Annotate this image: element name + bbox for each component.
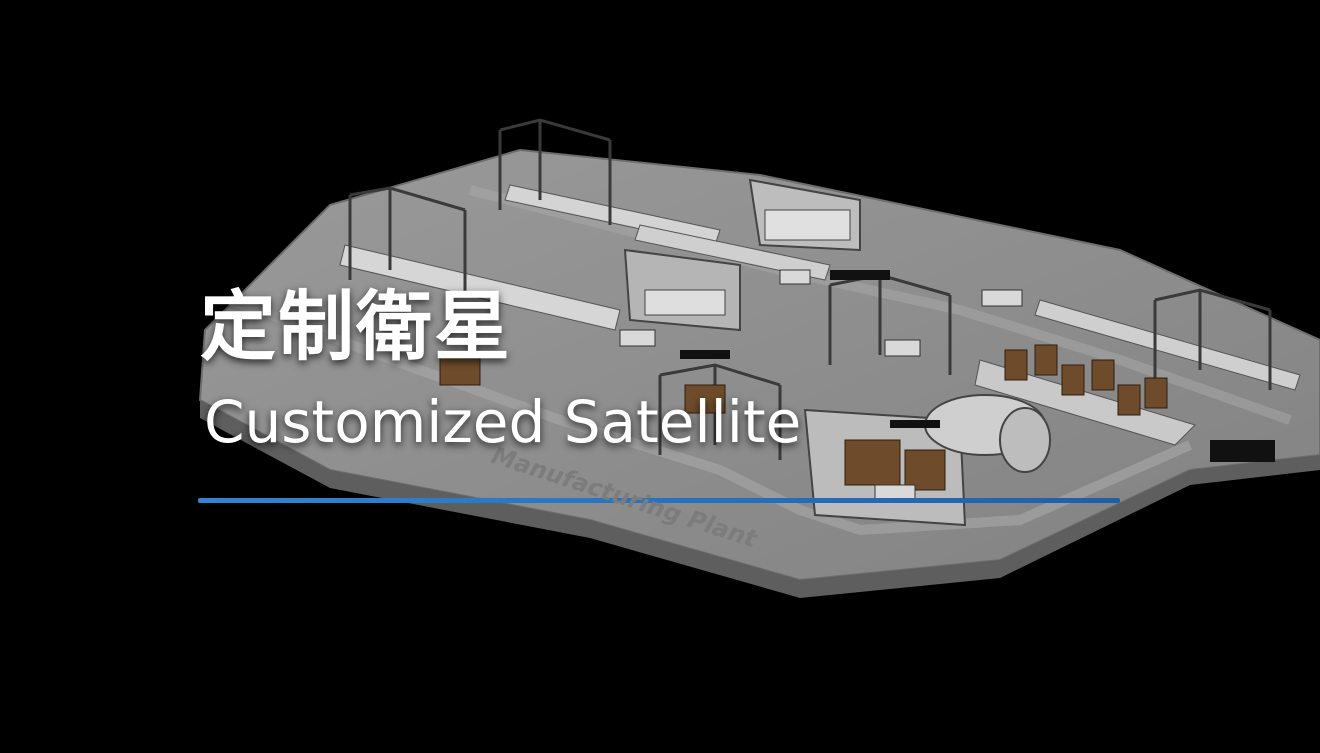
conveyor [339,244,621,331]
equipment-block [764,209,851,241]
vacuum-chamber-door [999,407,1051,473]
title-chinese: 定制衛星 [200,282,512,371]
conveyor [1034,299,1301,391]
equipment-block [644,289,726,316]
divider-line [198,498,1120,503]
signboard [680,270,1275,462]
panel-rack [439,344,1168,491]
title-english: Customized Satellite [204,388,802,456]
floor-edge [200,400,1320,598]
agv-robot [619,269,1023,502]
conveyor [634,224,831,281]
